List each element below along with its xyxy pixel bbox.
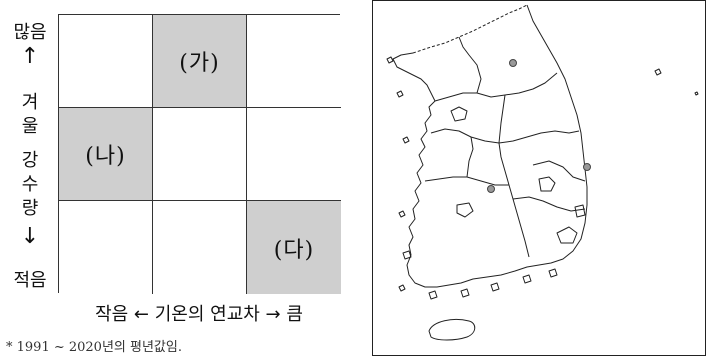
y-axis-up-arrow: ↑ bbox=[20, 44, 40, 69]
station-marker bbox=[509, 59, 517, 67]
island bbox=[402, 136, 410, 144]
island bbox=[460, 288, 470, 298]
city-boundary bbox=[456, 202, 474, 218]
y-axis-title-char: 울 bbox=[21, 116, 39, 137]
footnote: * 1991 ~ 2020년의 평년값임. bbox=[6, 340, 182, 355]
province-boundary bbox=[430, 128, 580, 144]
island bbox=[386, 56, 394, 64]
grid-cell-ga: (가) bbox=[153, 15, 247, 108]
grid-cell bbox=[153, 201, 247, 294]
province-boundary bbox=[498, 94, 506, 144]
station-markers bbox=[487, 59, 591, 193]
province-boundary bbox=[434, 72, 558, 102]
island bbox=[490, 282, 500, 292]
island bbox=[396, 90, 404, 98]
climate-grid: (가) (나) (다) bbox=[58, 14, 341, 294]
grid-cell bbox=[59, 15, 153, 108]
island bbox=[428, 290, 438, 300]
x-axis-label: 작음 ← 기온의 연교차 → 큼 bbox=[95, 304, 303, 325]
grid-cell bbox=[153, 108, 247, 201]
city-boundary bbox=[450, 106, 468, 122]
jeju-island bbox=[428, 318, 476, 341]
station-marker bbox=[583, 163, 591, 171]
province-boundary bbox=[532, 160, 586, 182]
island bbox=[398, 284, 406, 292]
ulleungdo bbox=[654, 68, 662, 76]
grid-cell-na: (나) bbox=[59, 108, 153, 201]
y-axis-down-arrow: ↓ bbox=[20, 224, 40, 249]
cell-label-da: (다) bbox=[273, 237, 315, 263]
grid-cell bbox=[247, 15, 341, 108]
island bbox=[522, 274, 532, 284]
y-axis-title-char: 수 bbox=[21, 174, 39, 195]
mainland-outline bbox=[392, 4, 588, 288]
island bbox=[398, 210, 406, 218]
y-axis-title-char: 강 bbox=[21, 150, 39, 171]
korea-map-svg bbox=[386, 4, 699, 341]
island bbox=[402, 250, 412, 260]
y-axis-top-label: 많음 bbox=[13, 22, 47, 43]
korea-map bbox=[372, 0, 706, 356]
province-boundary bbox=[458, 36, 482, 94]
y-axis-title-char: 량 bbox=[21, 198, 39, 219]
province-boundary bbox=[424, 176, 509, 186]
province-boundary bbox=[498, 142, 530, 258]
province-boundary bbox=[512, 196, 586, 212]
city-boundary bbox=[538, 176, 556, 192]
city-boundary bbox=[574, 204, 586, 218]
grid-cell bbox=[247, 108, 341, 201]
station-marker bbox=[487, 185, 495, 193]
cell-label-ga: (가) bbox=[179, 51, 220, 76]
y-axis-title-char: 겨 bbox=[21, 92, 39, 113]
province-boundary bbox=[466, 136, 474, 178]
dokdo bbox=[694, 91, 699, 96]
city-boundary bbox=[556, 226, 578, 244]
y-axis-bottom-label: 적음 bbox=[13, 270, 47, 291]
island bbox=[548, 268, 558, 278]
grid-cell-da: (다) bbox=[247, 201, 341, 294]
dmz-boundary bbox=[412, 4, 528, 54]
cell-label-na: (나) bbox=[85, 144, 126, 169]
grid-cell bbox=[59, 201, 153, 294]
